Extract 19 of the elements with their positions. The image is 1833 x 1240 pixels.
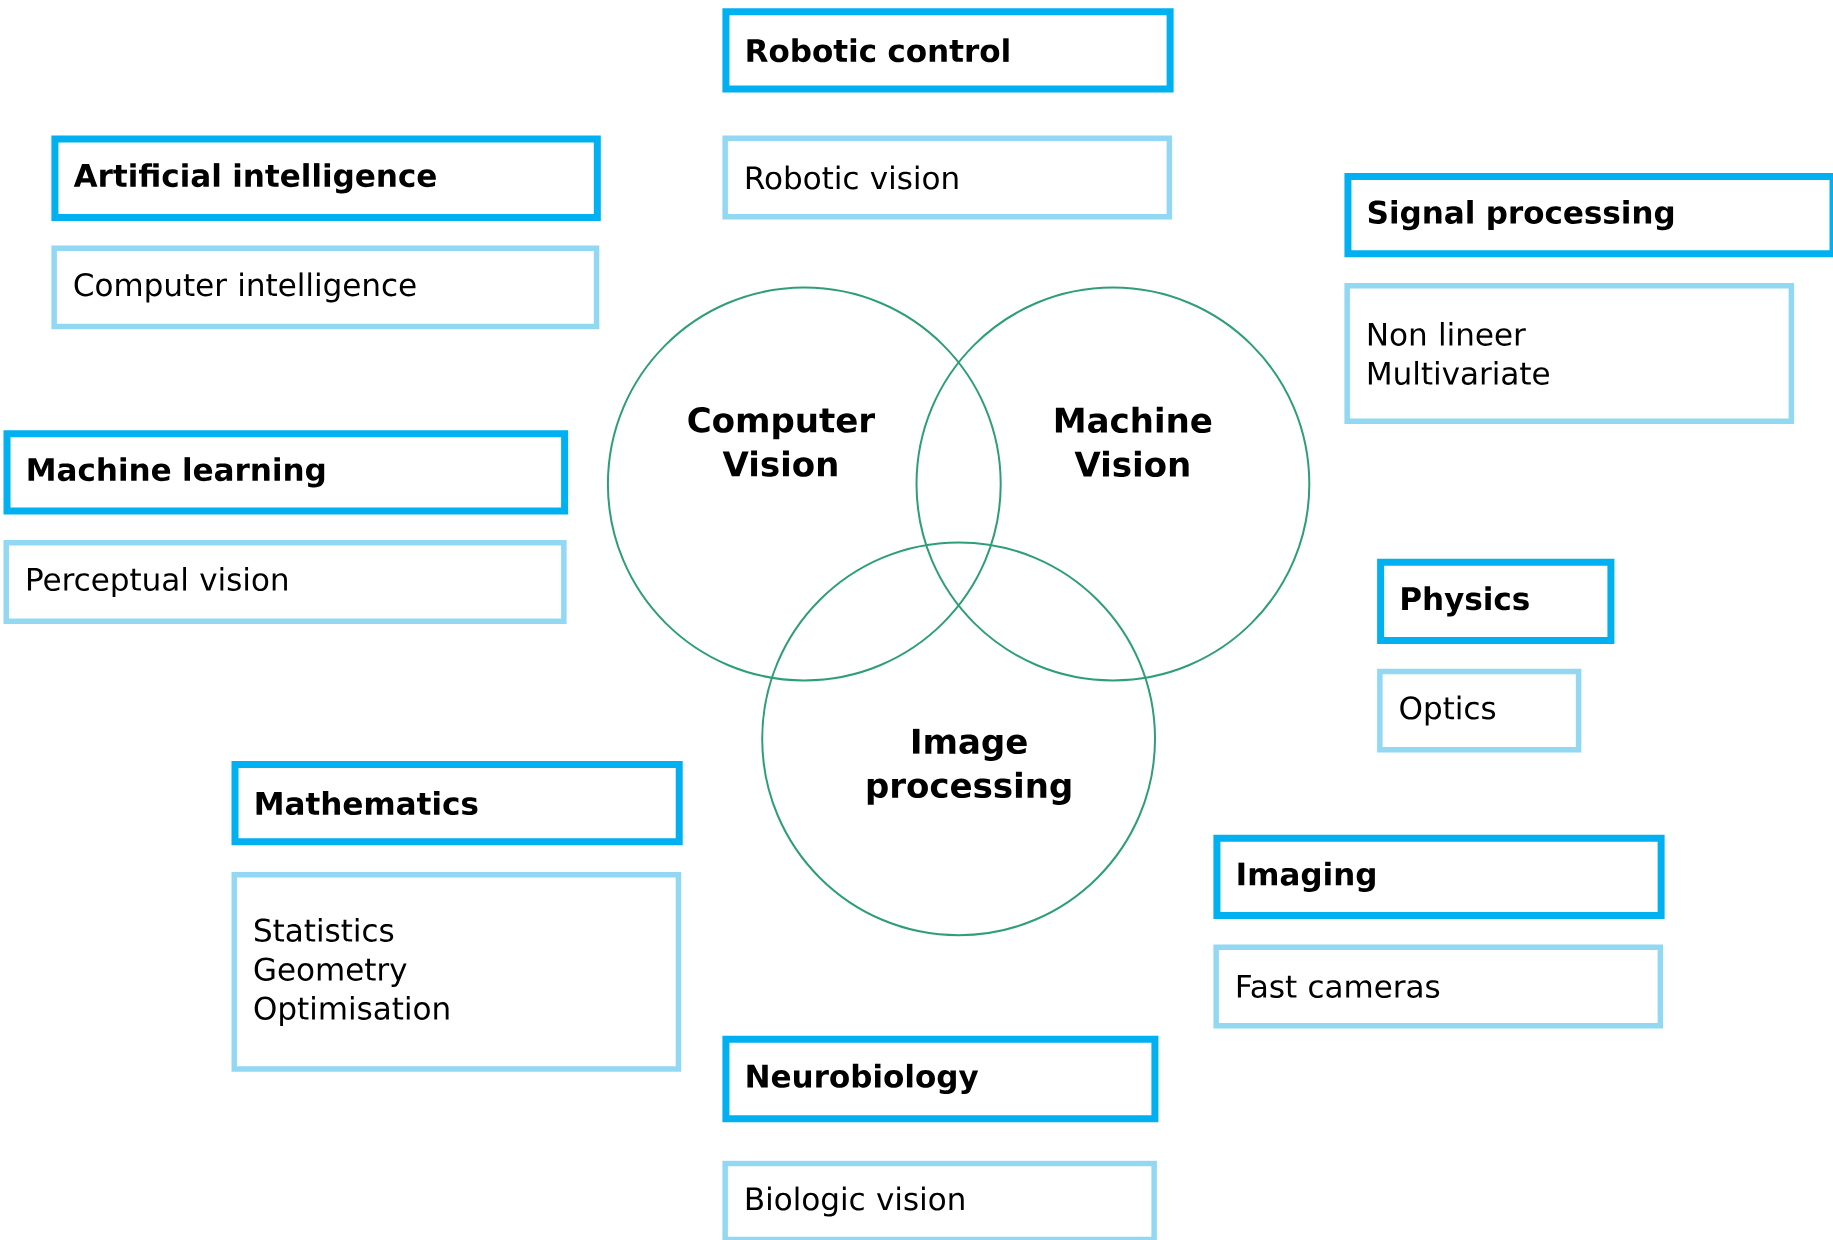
heading-box: Physics bbox=[1377, 558, 1615, 645]
heading-box: Machine learning bbox=[3, 430, 569, 515]
topic-box: Non lineer Multivariate bbox=[1344, 282, 1795, 424]
topic-box: Statistics Geometry Optimisation bbox=[231, 872, 682, 1072]
circle-label: Image processing bbox=[867, 728, 1071, 805]
topic-box: Robotic vision bbox=[722, 135, 1173, 220]
heading-box: Mathematics bbox=[231, 761, 683, 846]
circle-label: Machine Vision bbox=[1055, 406, 1212, 478]
topic-box: Computer intelligence bbox=[51, 245, 600, 330]
topic-box: Biologic vision bbox=[722, 1160, 1157, 1240]
heading-box: Robotic control bbox=[722, 8, 1174, 93]
topic-box: Fast cameras bbox=[1213, 944, 1664, 1029]
topic-box: Perceptual vision bbox=[3, 540, 567, 624]
heading-box: Artificial intelligence bbox=[51, 135, 601, 221]
topic-box: Optics bbox=[1377, 668, 1582, 753]
heading-box: Neurobiology bbox=[722, 1035, 1159, 1123]
heading-box: Imaging bbox=[1213, 834, 1665, 919]
heading-box: Signal processing bbox=[1344, 173, 1833, 258]
circle-label: Computer Vision bbox=[688, 407, 875, 477]
